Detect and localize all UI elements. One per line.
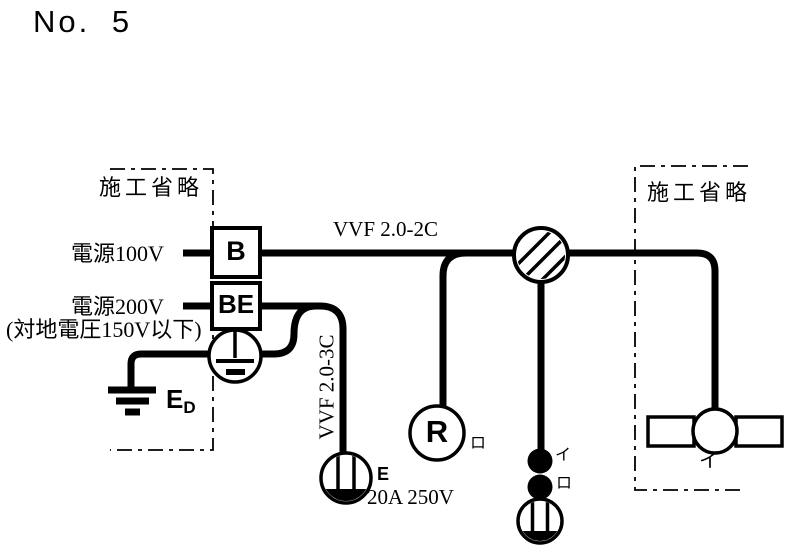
wire-main-100v	[260, 249, 719, 410]
switch-symbol-bottom	[527, 474, 553, 500]
switch-symbol-top	[527, 448, 553, 474]
fluorescent-light-symbol	[646, 407, 784, 455]
page-title: No. 5	[33, 4, 133, 39]
wiring	[127, 249, 719, 455]
receptacle-circuit-label: ロ	[470, 435, 487, 452]
outlet-rating-label: 20A 250V	[367, 485, 454, 509]
ground-electrode-symbol	[108, 386, 156, 416]
voltage-note-label: (対地電圧150V以下)	[6, 317, 202, 342]
joint-box-symbol	[512, 226, 570, 284]
wire-earth-link	[261, 302, 317, 358]
ground-e: E	[166, 384, 184, 414]
switch-top-label: イ	[555, 447, 572, 464]
breaker-be-label: BE	[217, 289, 255, 319]
wire-receptacle-branch	[439, 249, 467, 407]
cable-horizontal-label: VVF 2.0-2C	[333, 217, 439, 241]
breaker-be-box	[210, 281, 262, 331]
lamp-receptacle-symbol	[408, 404, 466, 462]
power-100v-label: 電源100V	[71, 241, 164, 266]
receptacle-letter: R	[425, 414, 449, 449]
right-omitted-label: 施工省略	[647, 180, 752, 205]
earth-terminal-symbol	[207, 328, 263, 384]
cable-vertical-label: VVF 2.0-3C	[314, 334, 339, 440]
outlet-earth-label: E	[377, 464, 390, 484]
ground-e-sub: D	[183, 398, 196, 417]
breaker-b-box	[210, 226, 262, 279]
ground-electrode-label: ED	[166, 384, 196, 417]
outlet-200v-symbol	[319, 451, 373, 505]
breaker-b-label: B	[226, 236, 246, 266]
wire-200v-outlet	[260, 302, 347, 455]
light-circuit-label: イ	[699, 450, 719, 472]
left-omitted-box	[110, 168, 214, 451]
switch-bottom-label: ロ	[556, 475, 573, 492]
power-200v-label: 電源200V	[71, 294, 164, 319]
right-omitted-box	[634, 165, 748, 491]
outlet-symbol	[516, 497, 564, 545]
wire-ground-lead	[127, 350, 209, 391]
left-omitted-label: 施工省略	[99, 175, 204, 200]
